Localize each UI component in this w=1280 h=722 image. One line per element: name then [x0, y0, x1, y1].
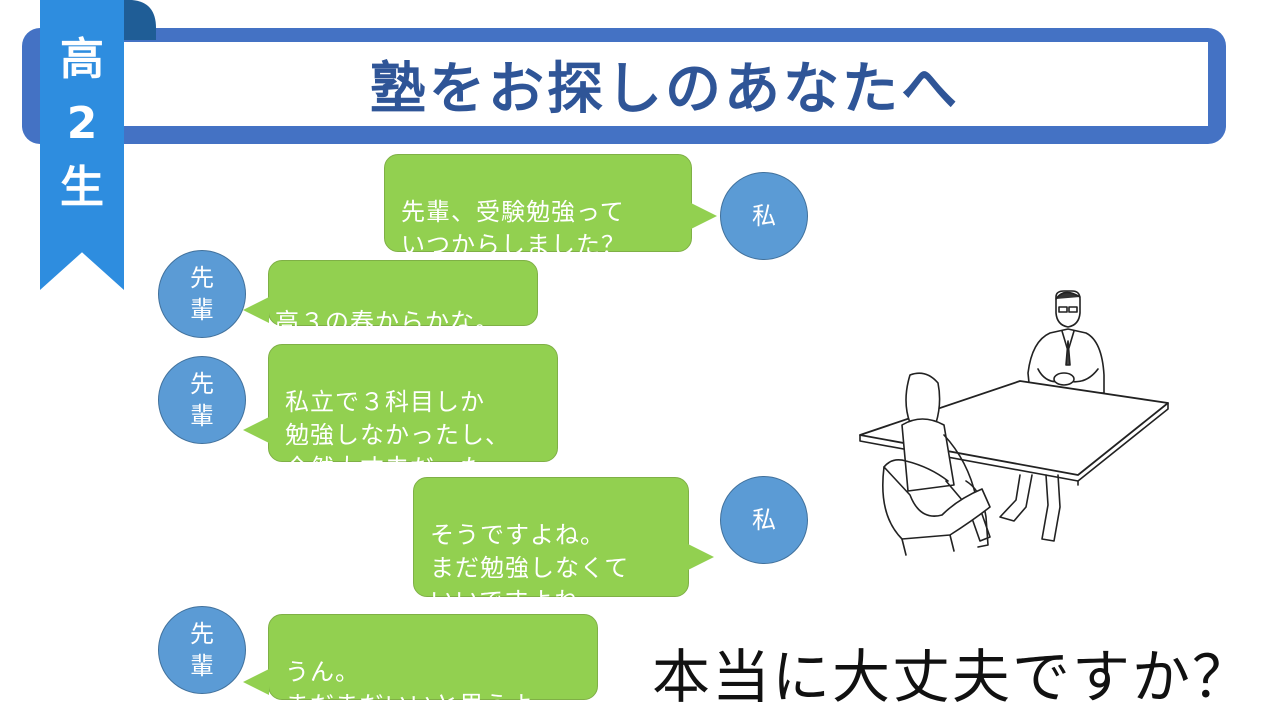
- avatar-senpai: 先輩: [158, 606, 246, 694]
- chat-text: 先輩、受験勉強って いつからしました？: [401, 198, 626, 259]
- chat-text: うん。 まだまだいいと思うよ。: [285, 658, 560, 719]
- woman-figure: [882, 372, 991, 556]
- title-box: 塾をお探しのあなたへ: [122, 42, 1208, 126]
- avatar-me: 私: [720, 172, 808, 260]
- man-figure: [1027, 290, 1105, 394]
- chat-bubble-senpai-1: 高３の春からかな。: [243, 260, 538, 336]
- ribbon-char-2: 2: [66, 98, 98, 149]
- chat-bubble-me-1: 先輩、受験勉強って いつからしました？: [384, 154, 717, 259]
- ribbon-char-3: 生: [60, 162, 104, 213]
- avatar-me: 私: [720, 476, 808, 564]
- ribbon-curl: [118, 0, 156, 40]
- chat-text: 私立で３科目しか 勉強しなかったし、 全然大丈夫だった。: [285, 388, 510, 482]
- chat-bubble-senpai-3: うん。 まだまだいいと思うよ。: [243, 614, 598, 719]
- avatar-senpai: 先輩: [158, 250, 246, 338]
- question-text: 本当に大丈夫ですか？: [652, 643, 1253, 711]
- chat-text: そうですよね。 まだ勉強しなくて いいですよね。: [430, 521, 630, 615]
- meeting-illustration: [859, 290, 1169, 556]
- avatar-senpai: 先輩: [158, 356, 246, 444]
- grade-ribbon: 高 2 生: [40, 0, 124, 290]
- ribbon-char-1: 高: [60, 34, 104, 85]
- chat-bubble-senpai-2: 私立で３科目しか 勉強しなかったし、 全然大丈夫だった。: [243, 344, 558, 482]
- chat-bubble-me-2: そうですよね。 まだ勉強しなくて いいですよね。: [413, 477, 714, 615]
- page-title: 塾をお探しのあなたへ: [370, 56, 960, 122]
- chat-text: 高３の春からかな。: [275, 308, 500, 336]
